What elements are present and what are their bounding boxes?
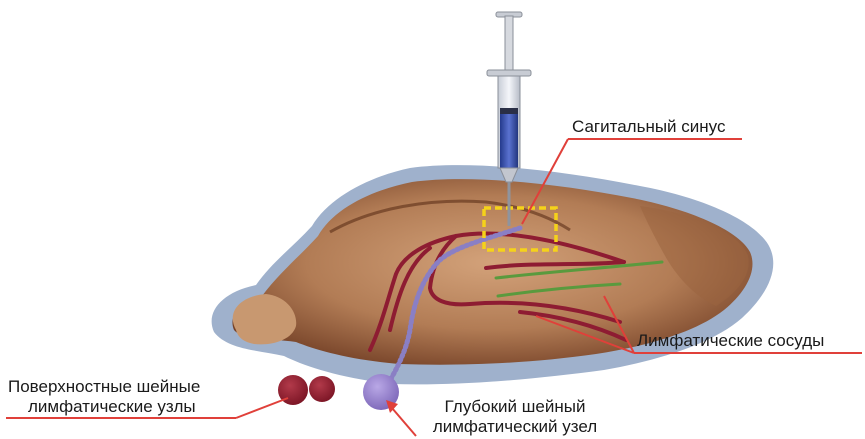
label-superficial-nodes-line1: Поверхностные шейные	[8, 377, 200, 396]
label-superficial-nodes-line2: лимфатические узлы	[28, 397, 196, 416]
superficial-node-right	[309, 376, 335, 402]
label-lymphatic-vessels: Лимфатические сосуды	[637, 331, 824, 350]
label-deep-node-line2: лимфатический узел	[420, 417, 610, 436]
label-deep-node-line1: Глубокий шейный	[420, 397, 610, 416]
label-sagittal-sinus: Сагитальный синус	[572, 117, 725, 136]
